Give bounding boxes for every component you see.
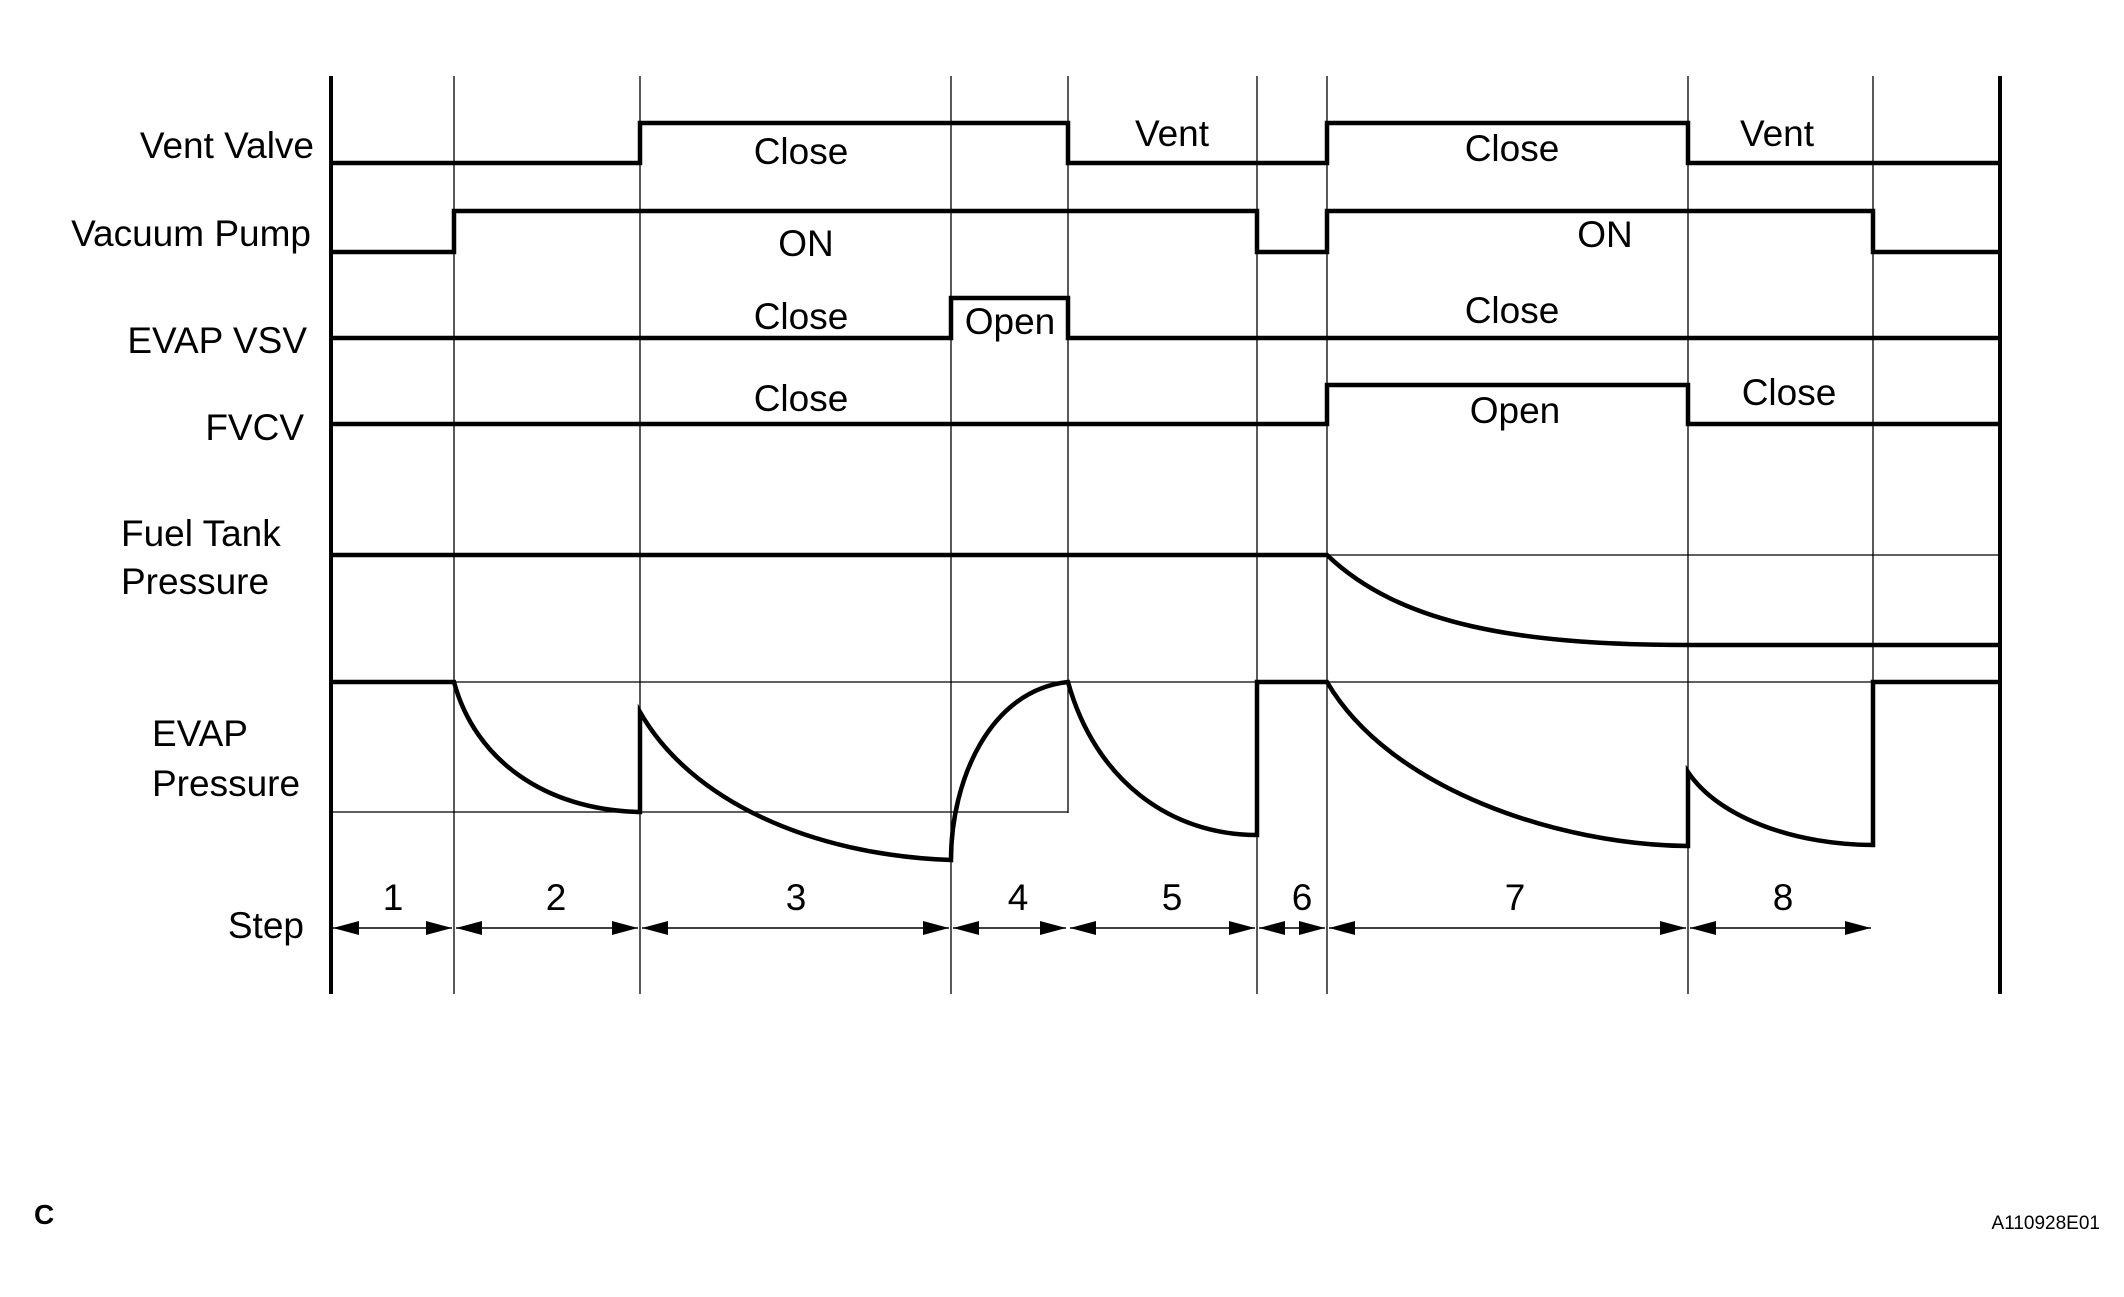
step-span-arrow [333, 921, 452, 935]
vent-valve-state-close-1: Close [754, 131, 849, 172]
evap-pressure-waveform [331, 679, 2000, 863]
step-number-3: 3 [786, 877, 807, 918]
step-number-6: 6 [1292, 877, 1313, 918]
step-span-arrow [642, 921, 949, 935]
fvcv-state-open: Open [1470, 390, 1561, 431]
step-span-arrow [456, 921, 638, 935]
evap-vsv-state-open: Open [965, 301, 1056, 342]
vacuum-pump-waveform [331, 208, 2000, 255]
vent-valve-state-vent-1: Vent [1135, 113, 1210, 154]
vent-valve-waveform [331, 120, 2000, 166]
step-number-1: 1 [383, 877, 404, 918]
step-span-arrow [1070, 921, 1255, 935]
figure-code: A110928E01 [1992, 1213, 2100, 1234]
vacuum-pump-label: Vacuum Pump [71, 213, 311, 254]
step-span-arrow [953, 921, 1066, 935]
evap-vsv-state-close-1: Close [754, 296, 849, 337]
frame-lines [329, 76, 2002, 994]
vacuum-pump-state-on-1: ON [778, 223, 834, 264]
step-span-arrow [1329, 921, 1686, 935]
step-number-5: 5 [1162, 877, 1183, 918]
waveforms [331, 120, 2000, 863]
fuel-tank-pressure-label-line2: Pressure [121, 561, 269, 602]
vent-valve-state-vent-2: Vent [1740, 113, 1815, 154]
step-span-arrow [1690, 921, 1871, 935]
fvcv-label: FVCV [205, 407, 304, 448]
fuel-tank-pressure-waveform [331, 552, 2000, 648]
step-number-4: 4 [1008, 877, 1029, 918]
fvcv-waveform [331, 382, 2000, 427]
vent-valve-label: Vent Valve [140, 125, 314, 166]
evap-vsv-label: EVAP VSV [127, 320, 307, 361]
fvcv-state-close-2: Close [1742, 372, 1837, 413]
step-span-arrow [1259, 921, 1325, 935]
vacuum-pump-state-on-2: ON [1577, 214, 1633, 255]
evap-pressure-label-line1: EVAP [152, 713, 248, 754]
step-label: Step [228, 905, 304, 946]
vent-valve-state-close-2: Close [1465, 128, 1560, 169]
corner-letter: C [34, 1199, 54, 1230]
fuel-tank-pressure-label-line1: Fuel Tank [121, 513, 281, 554]
fvcv-state-close-1: Close [754, 378, 849, 419]
step-numbers: 1 2 3 4 5 6 7 8 [383, 877, 1794, 918]
step-arrows [333, 921, 1871, 935]
evap-vsv-waveform [331, 295, 2000, 341]
step-number-2: 2 [546, 877, 567, 918]
step-number-7: 7 [1505, 877, 1526, 918]
evap-vsv-state-close-2: Close [1465, 290, 1560, 331]
step-number-8: 8 [1773, 877, 1794, 918]
evap-pressure-label-line2: Pressure [152, 763, 300, 804]
reference-lines [331, 554, 2000, 813]
step-boundaries [453, 76, 1874, 994]
state-labels: Close Vent Close Vent ON ON Close Open C… [754, 113, 1837, 431]
